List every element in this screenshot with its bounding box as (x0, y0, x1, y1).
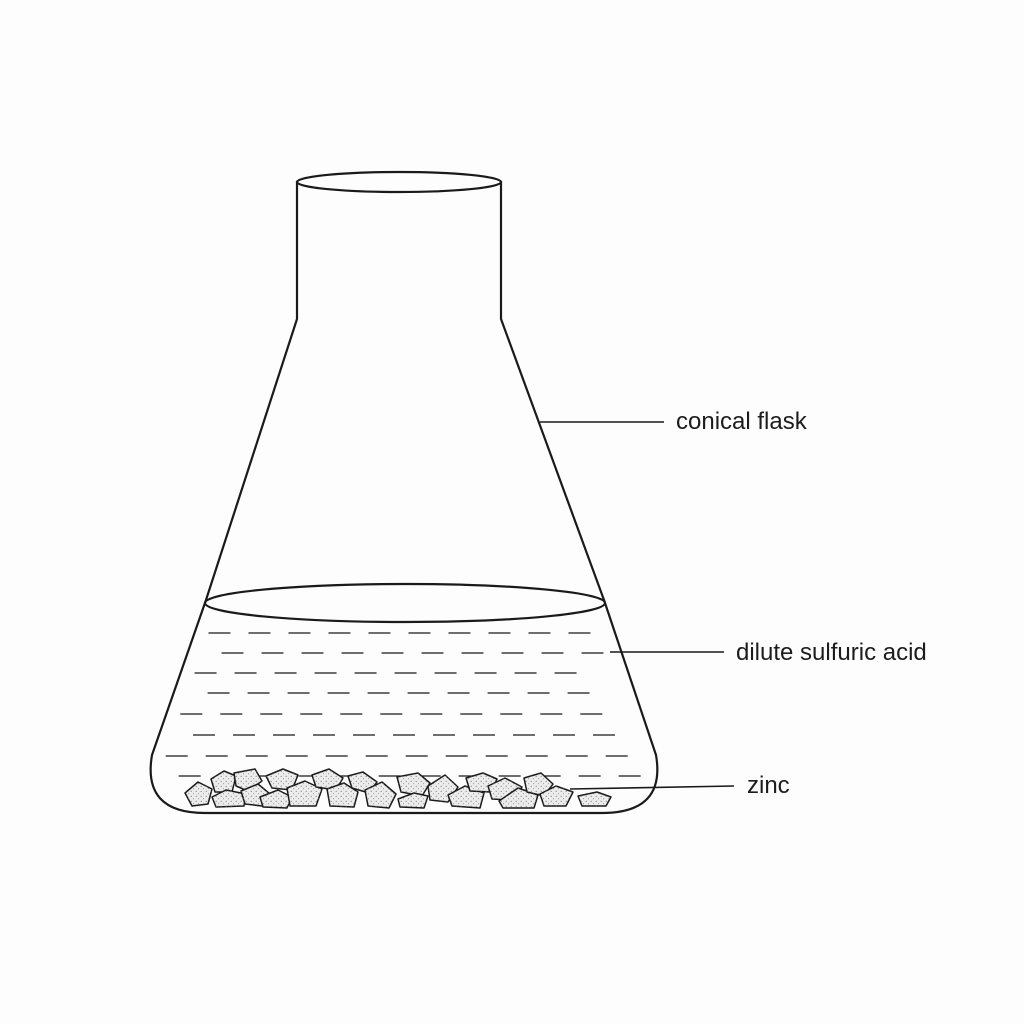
zinc-granule-texture (398, 793, 428, 808)
zinc-granule-texture (211, 771, 236, 792)
zinc-granules (184, 768, 612, 809)
zinc-label: zinc (747, 772, 790, 799)
zinc-granule-texture (327, 783, 358, 807)
zinc-granule-texture (540, 786, 573, 806)
zinc-granule-texture (185, 782, 212, 806)
zinc-granule-texture (397, 773, 430, 796)
acid-liquid-dashes (165, 632, 641, 777)
acid-surface (203, 582, 607, 624)
zinc-granule-texture (266, 769, 298, 790)
zinc-granule-texture (312, 769, 343, 790)
flask-mouth (295, 170, 503, 194)
zinc-leader-line (569, 785, 735, 790)
conical-flask-label: conical flask (676, 408, 807, 435)
zinc-granule-texture (578, 792, 611, 806)
conical-flask-outline (149, 181, 659, 815)
zinc-granule-texture (365, 782, 396, 808)
zinc-granule-texture (212, 790, 246, 807)
zinc-granule-texture (524, 773, 553, 796)
zinc-granule-texture (260, 790, 292, 808)
zinc-granule-texture (287, 781, 322, 806)
dilute-sulfuric-acid-label: dilute sulfuric acid (736, 639, 927, 666)
